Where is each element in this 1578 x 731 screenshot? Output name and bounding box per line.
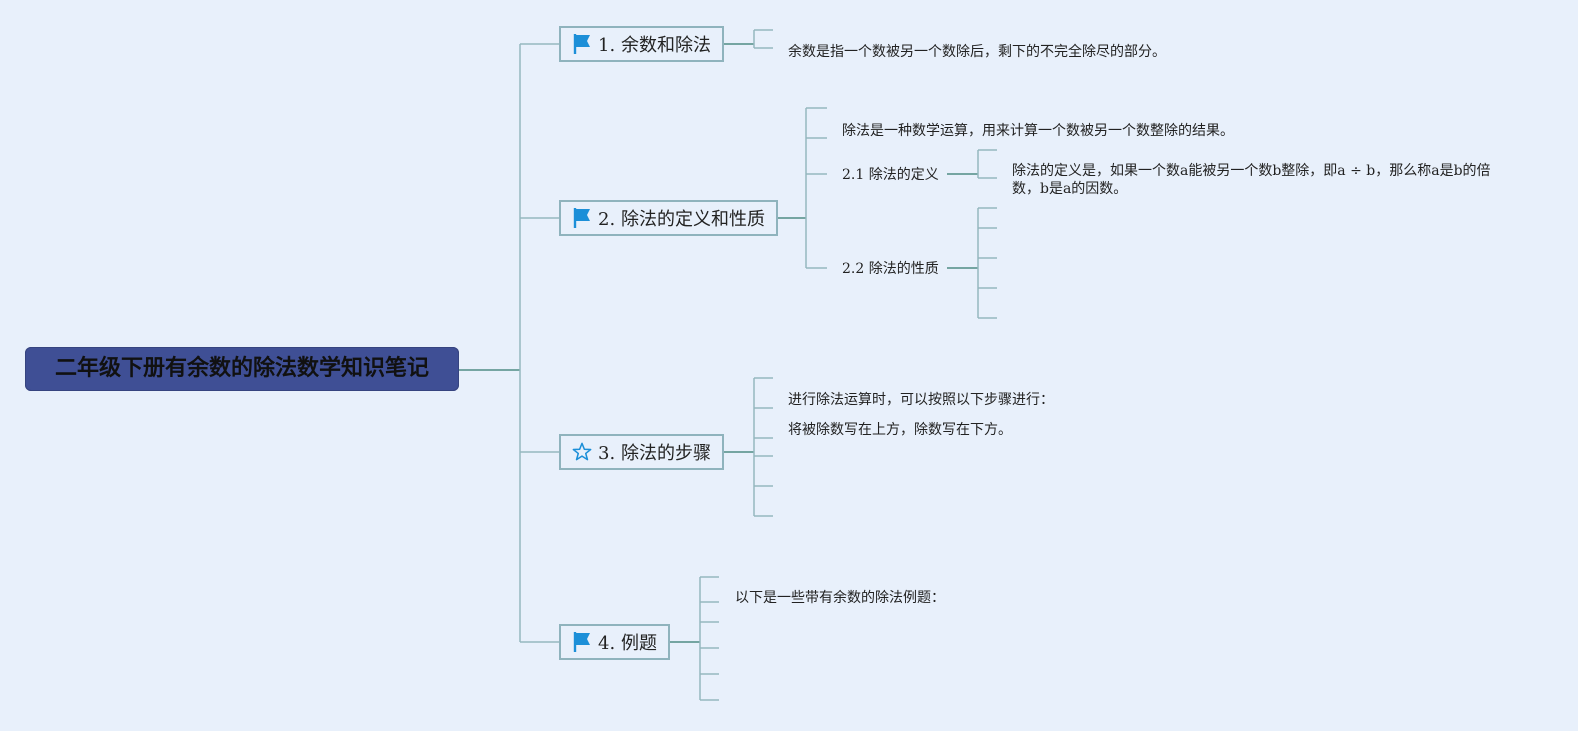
note-steps-intro[interactable]: 进行除法运算时，可以按照以下步骤进行： [788,392,1054,408]
subtopic-division-definition[interactable]: 2.1 除法的定义 [842,167,939,183]
topic-division-definition-properties[interactable]: 2. 除法的定义和性质 [559,200,778,236]
topic-remainder-and-division[interactable]: 1. 余数和除法 [559,26,724,62]
note-division-definition[interactable]: 除法的定义是，如果一个数a能被另一个数b整除，即a ÷ b，那么称a是b的倍数，… [1012,163,1491,197]
central-topic[interactable]: 二年级下册有余数的除法数学知识笔记 [25,347,459,391]
topic-label: 1. 余数和除法 [598,35,711,56]
topic-label: 4. 例题 [598,633,657,654]
flag-icon [573,632,591,652]
flag-icon [573,208,591,228]
topic-label: 3. 除法的步骤 [598,443,711,464]
subtopic-division-properties[interactable]: 2.2 除法的性质 [842,261,939,277]
note-steps-first[interactable]: 将被除数写在上方，除数写在下方。 [788,422,1012,438]
topic-examples[interactable]: 4. 例题 [559,624,670,660]
note-division-operation[interactable]: 除法是一种数学运算，用来计算一个数被另一个数整除的结果。 [842,123,1234,139]
topic-label: 2. 除法的定义和性质 [598,209,765,230]
topic-division-steps[interactable]: 3. 除法的步骤 [559,434,724,470]
note-remainder-definition[interactable]: 余数是指一个数被另一个数除后，剩下的不完全除尽的部分。 [788,44,1166,60]
star-icon [572,442,592,461]
flag-icon [573,34,591,54]
note-examples-intro[interactable]: 以下是一些带有余数的除法例题： [735,590,945,606]
